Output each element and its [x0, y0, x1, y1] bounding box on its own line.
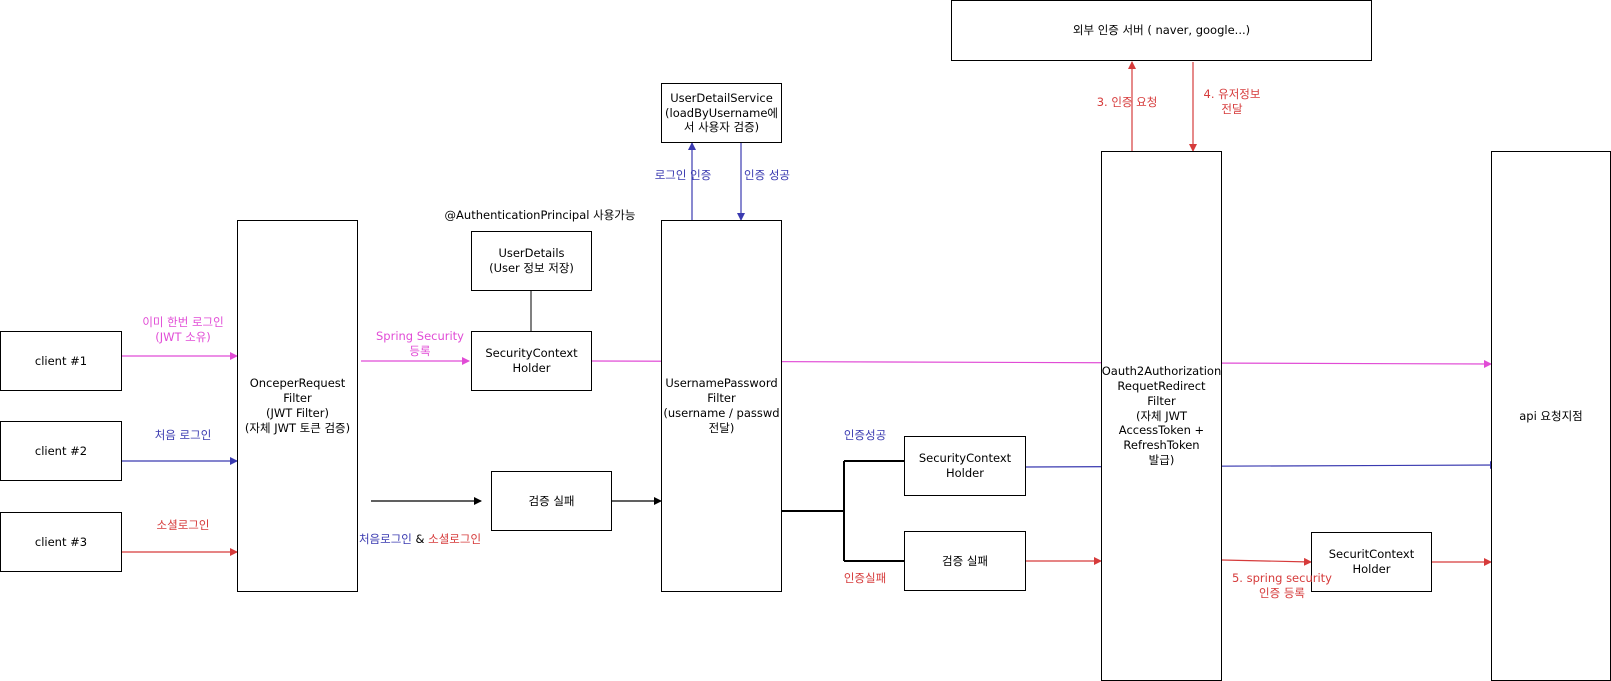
up-filter-box: UsernamePassword Filter (username / pass… [661, 220, 782, 592]
label-auth-success-2: 인증성공 [843, 428, 887, 442]
arrow-oauth-to-sc-holder3 [1221, 557, 1312, 566]
api-label: api 요청지점 [1519, 408, 1583, 423]
fail-1-label: 검증 실패 [528, 493, 575, 508]
label-step4: 4. 유저정보 전달 [1203, 87, 1261, 116]
user-detail-service-box: UserDetailService (loadByUsername에 서 사용자… [661, 83, 782, 143]
label-login-auth: 로그인 인증 [654, 168, 712, 182]
sc-holder-1-box: SecurityContext Holder [471, 331, 592, 391]
sc-holder-1-label: SecurityContext Holder [485, 346, 578, 375]
jwt-filter-box: OnceperRequest Filter (JWT Filter) (자체 J… [237, 220, 358, 592]
sc-holder-3-box: SecuritContext Holder [1311, 532, 1432, 592]
sc-holder-2-label: SecurityContext Holder [918, 451, 1012, 480]
userdetails-label: UserDetails (User 정보 저장) [489, 246, 574, 275]
fail-2-label: 검증 실패 [942, 553, 988, 568]
label-step3: 3. 인증 요청 [1096, 95, 1158, 109]
label-social-login-part: 소셜로그인 [428, 531, 482, 546]
api-box: api 요청지점 [1491, 151, 1611, 681]
user-detail-service-label: UserDetailService (loadByUsername에 서 사용자… [665, 90, 778, 135]
jwt-filter-label: OnceperRequest Filter (JWT Filter) (자체 J… [244, 376, 351, 435]
sc-holder-3-label: SecuritContext Holder [1328, 547, 1415, 576]
label-auth-success: 인증 성공 [744, 168, 790, 182]
label-already-logged-in: 이미 한번 로그인 (JWT 소유) [142, 315, 224, 344]
external-auth-label: 외부 인증 서버 ( naver, google...) [1072, 23, 1251, 38]
label-amp: & [411, 531, 429, 546]
client3-box: client #3 [0, 512, 122, 572]
oauth-filter-label: Oauth2Authorization RequetRedirect Filte… [1101, 363, 1222, 468]
label-first-and-social: 처음로그인 & 소셜로그인 [340, 517, 500, 547]
label-first-login: 처음 로그인 [154, 428, 212, 442]
label-first-login-part: 처음로그인 [358, 531, 412, 546]
fail-1-box: 검증 실패 [491, 471, 612, 531]
external-auth-box: 외부 인증 서버 ( naver, google...) [951, 0, 1372, 61]
client2-label: client #2 [34, 443, 88, 458]
line-up-filter-split [782, 460, 904, 562]
label-authentication-principal: @AuthenticationPrincipal 사용가능 [444, 208, 636, 222]
label-social-login: 소셜로그인 [156, 518, 210, 532]
fail-2-box: 검증 실패 [904, 531, 1026, 591]
sc-holder-2-box: SecurityContext Holder [904, 436, 1026, 496]
label-step5: 5. spring security 인증 등록 [1231, 571, 1332, 600]
label-auth-fail: 인증실패 [843, 571, 887, 585]
label-spring-security-register: Spring Security 등록 [376, 329, 464, 358]
up-filter-label: UsernamePassword Filter (username / pass… [663, 376, 780, 435]
client1-label: client #1 [34, 353, 88, 368]
client1-box: client #1 [0, 331, 122, 391]
arrow-sc-holder2-to-api [1025, 461, 1498, 470]
userdetails-box: UserDetails (User 정보 저장) [471, 231, 592, 291]
client2-box: client #2 [0, 421, 122, 481]
client3-label: client #3 [34, 534, 88, 549]
oauth-filter-box: Oauth2Authorization RequetRedirect Filte… [1101, 151, 1222, 681]
